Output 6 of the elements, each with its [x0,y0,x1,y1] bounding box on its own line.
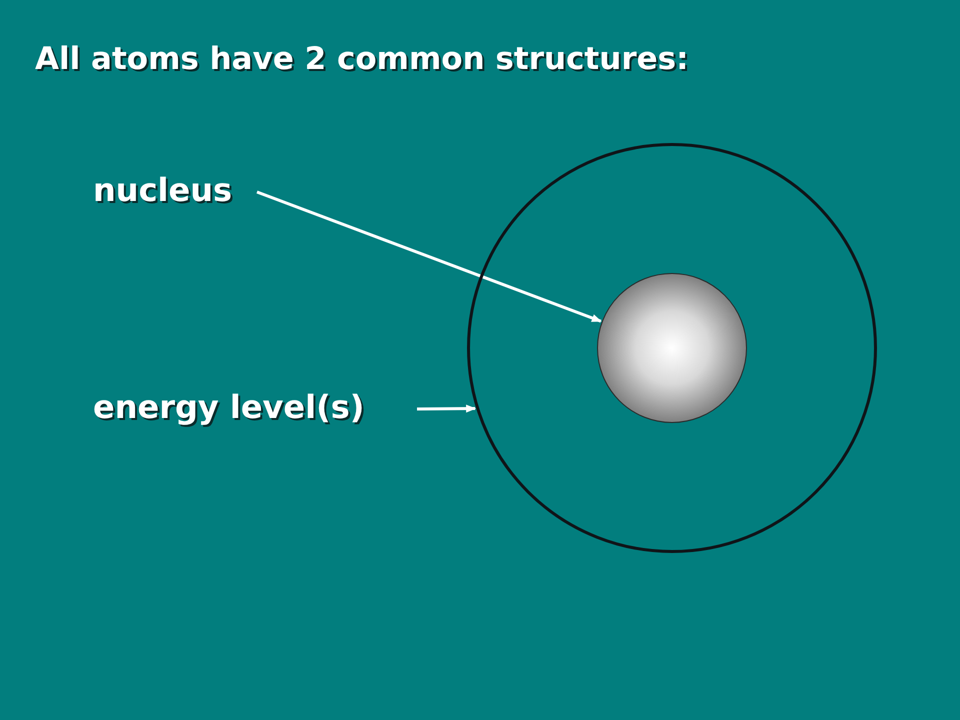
energy-level-ring [467,143,877,553]
arrow [256,190,602,323]
slide-title: All atoms have 2 common structures: [35,40,688,79]
part-label: nucleus [93,170,232,211]
arrow [416,404,476,413]
part-label: energy level(s) [93,387,364,428]
